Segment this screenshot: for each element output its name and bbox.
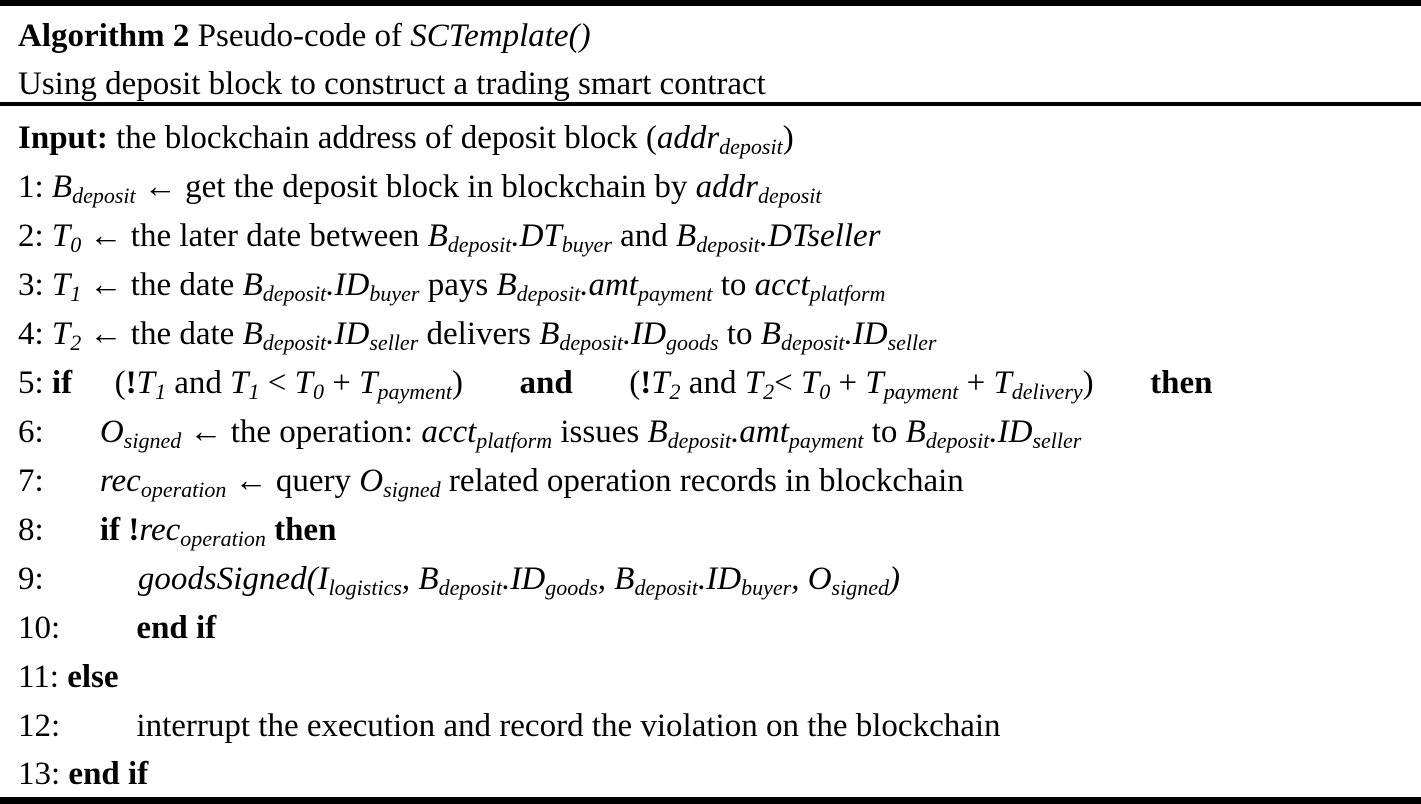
then-keyword: then <box>1150 365 1213 401</box>
description-text: Using deposit block to construct a tradi… <box>18 66 766 102</box>
var-t2: T2 <box>51 316 82 355</box>
input-close: ) <box>782 120 794 156</box>
step-10: 10: end if <box>18 606 216 650</box>
condition-1: (!T1 and T1 < T0 + Tpayment) <box>114 365 463 404</box>
step-11: 11: else <box>18 655 119 699</box>
else-keyword: else <box>67 659 119 695</box>
step-number: 8: <box>18 512 44 548</box>
step-number: 5: <box>18 365 44 401</box>
var-o-signed: Osigned <box>359 463 441 502</box>
goods-signed-call: goodsSigned(Ilogistics, Bdeposit.IDgoods… <box>137 561 900 600</box>
step-number: 3: <box>18 267 44 303</box>
var-addr-deposit: addrdeposit <box>695 169 822 208</box>
step-number: 9: <box>18 561 44 597</box>
step-7: 7: recoperation ← query Osigned related … <box>18 459 964 503</box>
step-text: pays <box>427 267 489 303</box>
assign-arrow: ← <box>89 218 123 254</box>
assign-arrow: ← <box>189 414 223 450</box>
assign-arrow: ← <box>234 463 268 499</box>
header-rule <box>0 102 1421 106</box>
step-8: 8: if !recoperation then <box>18 508 336 552</box>
expr-id-buyer: Bdeposit.IDbuyer <box>242 267 420 306</box>
expr-amt-payment: Bdeposit.amtpayment <box>496 267 713 306</box>
step-number: 2: <box>18 218 44 254</box>
step-text: the later date between <box>130 218 420 254</box>
input-var: addrdeposit <box>656 120 783 159</box>
algorithm-label: Algorithm 2 <box>18 18 190 54</box>
expr-id-seller-2: Bdeposit.IDseller <box>760 316 937 355</box>
top-rule <box>0 0 1421 6</box>
expr-id-seller: Bdeposit.IDseller <box>242 316 419 355</box>
expr-id-goods: Bdeposit.IDgoods <box>539 316 719 355</box>
and-text: and <box>620 218 668 254</box>
var-t1: T1 <box>51 267 82 306</box>
condition: !recoperation <box>128 512 266 551</box>
step-number: 1: <box>18 169 44 205</box>
step-text: to <box>726 316 753 352</box>
step-text: query <box>275 463 352 499</box>
step-number: 7: <box>18 463 44 499</box>
then-keyword: then <box>274 512 337 548</box>
end-if-keyword: end if <box>68 756 149 792</box>
if-keyword: if <box>99 512 121 548</box>
if-keyword: if <box>51 365 73 401</box>
input-label: Input: <box>18 120 108 156</box>
step-5: 5: if (!T1 and T1 < T0 + Tpayment) and (… <box>18 361 1213 405</box>
step-text: the date <box>130 316 235 352</box>
step-9: 9: goodsSigned(Ilogistics, Bdeposit.IDgo… <box>18 557 900 601</box>
expr-dt-seller: Bdeposit.DTseller <box>676 218 881 257</box>
step-12: 12: interrupt the execution and record t… <box>18 704 1001 748</box>
var-o-signed: Osigned <box>99 414 182 453</box>
step-text: delivers <box>426 316 531 352</box>
assign-arrow: ← <box>89 316 123 352</box>
step-text: get the deposit block in blockchain by <box>185 169 688 205</box>
end-if-keyword: end if <box>136 610 217 646</box>
step-number: 13: <box>18 756 61 792</box>
title-function: SCTemplate() <box>410 18 591 54</box>
step-4: 4: T2 ← the date Bdeposit.IDseller deliv… <box>18 312 936 356</box>
title-prefix: Pseudo-code of <box>197 18 403 54</box>
step-text: issues <box>560 414 640 450</box>
algorithm-description: Using deposit block to construct a tradi… <box>18 62 766 106</box>
input-text: the blockchain address of deposit block … <box>116 120 657 156</box>
bottom-rule <box>0 797 1421 804</box>
step-6: 6: Osigned ← the operation: acctplatform… <box>18 410 1081 454</box>
step-13: 13: end if <box>18 752 148 796</box>
var-b-deposit: Bdeposit <box>51 169 136 208</box>
var-t0: T0 <box>51 218 82 257</box>
expr-dt-buyer: Bdeposit.DTbuyer <box>427 218 612 257</box>
step-text: the operation: <box>230 414 414 450</box>
step-text: the date <box>130 267 235 303</box>
step-number: 4: <box>18 316 44 352</box>
assign-arrow: ← <box>89 267 123 303</box>
step-2: 2: T0 ← the later date between Bdeposit.… <box>18 214 881 258</box>
algorithm-title: Algorithm 2 Pseudo-code of SCTemplate() <box>18 14 591 58</box>
step-number: 6: <box>18 414 44 450</box>
step-number: 10: <box>18 610 61 646</box>
expr-acct-platform: acctplatform <box>754 267 886 306</box>
step-number: 12: <box>18 708 61 744</box>
step-text: to <box>720 267 747 303</box>
expr-amt-payment: Bdeposit.amtpayment <box>647 414 864 453</box>
step-text: interrupt the execution and record the v… <box>136 708 1001 744</box>
step-3: 3: T1 ← the date Bdeposit.IDbuyer pays B… <box>18 263 885 307</box>
step-text: related operation records in blockchain <box>448 463 964 499</box>
expr-id-seller: Bdeposit.IDseller <box>905 414 1082 453</box>
expr-acct-platform: acctplatform <box>421 414 553 453</box>
and-keyword: and <box>519 365 573 401</box>
input-line: Input: the blockchain address of deposit… <box>18 116 794 160</box>
condition-2: (!T2 and T2< T0 + Tpayment + Tdelivery) <box>629 365 1094 404</box>
assign-arrow: ← <box>143 169 177 205</box>
step-text: to <box>871 414 898 450</box>
var-rec-operation: recoperation <box>99 463 227 502</box>
step-number: 11: <box>18 659 59 695</box>
step-1: 1: Bdeposit ← get the deposit block in b… <box>18 165 822 209</box>
